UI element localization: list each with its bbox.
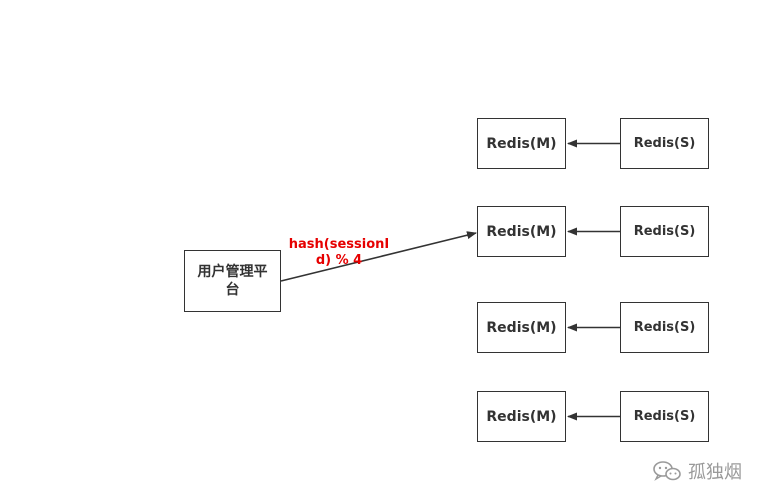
redis-slave-node-4: Redis(S) bbox=[620, 391, 709, 442]
redis-slave-node-3: Redis(S) bbox=[620, 302, 709, 353]
redis-master-node-1: Redis(M) bbox=[477, 118, 566, 169]
redis-master-node-3: Redis(M) bbox=[477, 302, 566, 353]
redis-master-label: Redis(M) bbox=[486, 223, 557, 240]
redis-master-label: Redis(M) bbox=[486, 319, 557, 336]
redis-master-label: Redis(M) bbox=[486, 408, 557, 425]
hash-edge-label: hash(sessionId) % 4 bbox=[288, 237, 390, 268]
wechat-icon bbox=[653, 461, 681, 481]
redis-slave-label: Redis(S) bbox=[633, 319, 696, 335]
redis-slave-label: Redis(S) bbox=[633, 408, 696, 424]
redis-slave-label: Redis(S) bbox=[633, 135, 696, 151]
redis-slave-label: Redis(S) bbox=[633, 223, 696, 239]
watermark: 孤独烟 bbox=[652, 458, 742, 484]
redis-master-label: Redis(M) bbox=[486, 135, 557, 152]
redis-slave-node-2: Redis(S) bbox=[620, 206, 709, 257]
user-management-platform-node: 用户管理平台 bbox=[184, 250, 281, 312]
watermark-text: 孤独烟 bbox=[688, 462, 742, 483]
redis-master-node-2: Redis(M) bbox=[477, 206, 566, 257]
platform-to-redis-arrow bbox=[280, 231, 477, 282]
platform-label: 用户管理平台 bbox=[197, 264, 268, 298]
redis-master-node-4: Redis(M) bbox=[477, 391, 566, 442]
redis-slave-node-1: Redis(S) bbox=[620, 118, 709, 169]
